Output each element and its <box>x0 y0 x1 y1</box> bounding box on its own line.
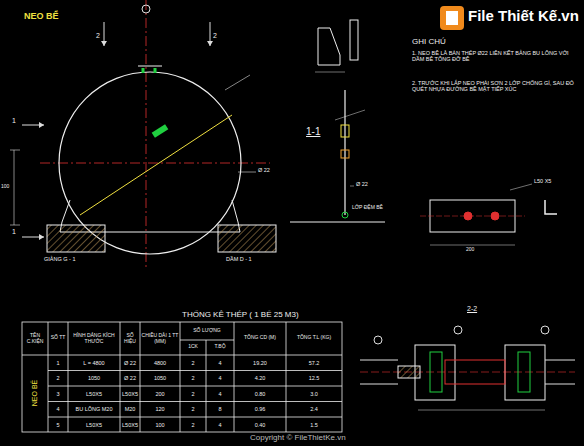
logo-icon <box>440 6 464 30</box>
label: 1 <box>12 117 16 125</box>
table-group-name: NEO BỂ <box>31 380 39 406</box>
table-cell: BU LÔNG M20 <box>76 406 113 412</box>
table-cell: 200 <box>155 391 164 397</box>
table-cell: L = 4800 <box>83 360 104 366</box>
table-cell: 2 <box>191 360 194 366</box>
table-header: TÊN C.KIỆN <box>23 333 47 344</box>
table-cell: L50X5 <box>122 391 138 397</box>
steel-table <box>22 316 342 432</box>
table-header: SỐ TT <box>49 335 67 341</box>
tank-elevation <box>10 0 276 270</box>
table-cell: 4 <box>56 406 59 412</box>
table-header: T.BỘ <box>207 344 233 350</box>
table-cell: 2 <box>56 375 59 381</box>
label: File Thiết Kế.vn <box>468 8 579 25</box>
label: Copyright © FileThietKe.vn <box>250 434 346 443</box>
section-1-1 <box>290 20 385 222</box>
table-header: TỔNG T.L (KG) <box>288 335 340 341</box>
label: Ø 22 <box>258 167 270 173</box>
table-cell: 3.0 <box>310 391 318 397</box>
table-cell: 3 <box>56 391 59 397</box>
table-cell: 0.40 <box>255 422 266 428</box>
label: 2-2 <box>467 305 477 313</box>
table-cell: 2 <box>191 391 194 397</box>
table-cell: 12.5 <box>309 375 320 381</box>
label: 100 <box>1 184 9 190</box>
label: GIẰNG G - 1 <box>44 256 75 262</box>
table-cell: 0.96 <box>255 406 266 412</box>
label: 2 <box>96 32 100 40</box>
table-cell: M20 <box>125 406 136 412</box>
label: GHI CHÚ <box>412 38 446 47</box>
table-cell: 1050 <box>88 375 100 381</box>
table-cell: 120 <box>155 406 164 412</box>
table-cell: 2 <box>191 422 194 428</box>
table-cell: Ø 22 <box>124 375 136 381</box>
table-cell: 19.20 <box>253 360 267 366</box>
label: 1. NEO BỂ LÀ BẢN THÉP Ø22 LIÊN KẾT BẰNG … <box>412 50 577 62</box>
table-header: HÌNH DÁNG KÍCH THƯỚC <box>70 333 118 344</box>
table-header: SỐ HIỆU <box>121 333 139 344</box>
table-cell: 57.2 <box>309 360 320 366</box>
table-cell: 5 <box>56 422 59 428</box>
label: Ø 22 <box>356 181 368 187</box>
label: L50 X5 <box>534 178 551 184</box>
label: 2 <box>213 32 217 40</box>
table-cell: 8 <box>218 406 221 412</box>
table-header: TỔNG CD (M) <box>236 335 284 341</box>
label: 2. TRƯỚC KHI LẮP NEO PHẢI SƠN 2 LỚP CHỐN… <box>412 80 577 92</box>
table-cell: 0.80 <box>255 391 266 397</box>
drawing-title: NEO BỂ <box>24 12 59 22</box>
table-cell: 2.4 <box>310 406 318 412</box>
table-header: CHIỀU DÀI 1 TT (MM) <box>141 333 179 344</box>
table-cell: 1050 <box>154 375 166 381</box>
label: DẦM D - 1 <box>226 256 252 262</box>
table-cell: 1 <box>56 360 59 366</box>
label: THỐNG KÊ THÉP ( 1 BỂ 25 M3) <box>182 311 299 320</box>
table-cell: L50X5 <box>86 422 102 428</box>
label: 1-1 <box>306 126 320 137</box>
label: 1 <box>12 228 16 236</box>
section-2-2 <box>360 326 575 410</box>
table-cell: 4 <box>218 360 221 366</box>
table-cell: 4 <box>218 375 221 381</box>
label: LỚP ĐỆM BỂ <box>352 205 383 211</box>
plate-detail <box>420 184 557 245</box>
table-cell: 4800 <box>154 360 166 366</box>
table-cell: 4 <box>218 422 221 428</box>
table-cell: 4.20 <box>255 375 266 381</box>
table-cell: L50X5 <box>122 422 138 428</box>
table-cell: L50X5 <box>86 391 102 397</box>
table-cell: 1.5 <box>310 422 318 428</box>
table-header: 1CK <box>181 344 205 350</box>
table-cell: 4 <box>218 391 221 397</box>
label: 200 <box>466 247 474 253</box>
table-cell: 2 <box>191 375 194 381</box>
table-header: SỐ LƯỢNG <box>182 328 232 334</box>
table-cell: Ø 22 <box>124 360 136 366</box>
table-cell: 100 <box>155 422 164 428</box>
table-cell: 2 <box>191 406 194 412</box>
